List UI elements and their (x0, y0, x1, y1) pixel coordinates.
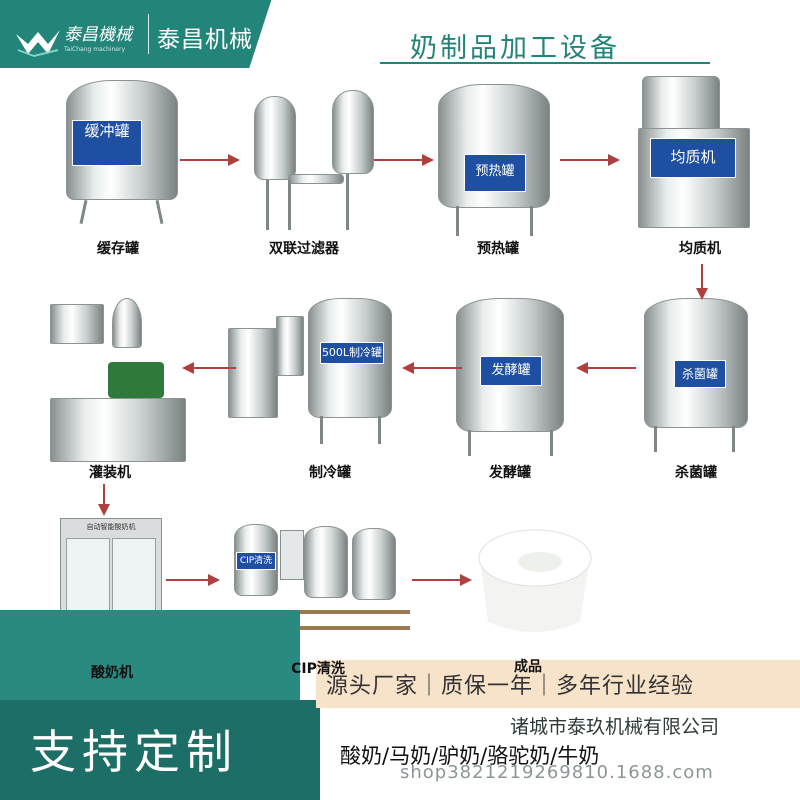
logo-text: 泰昌機械 (64, 25, 132, 45)
sterilizing-tank-plate: 杀菌罐 (674, 360, 726, 388)
arrow-left-icon (576, 362, 636, 374)
header-banner (0, 0, 310, 68)
duplex-filter (236, 82, 386, 232)
cip-cleaning-system: CIP清洗 (226, 500, 410, 640)
yogurt-bowl-icon (478, 529, 592, 632)
arrow-left-icon (402, 362, 462, 374)
cooling-tank: 500L制冷罐 (228, 288, 400, 460)
filling-machine-caption: 灌装机 (89, 465, 131, 481)
homogenizer-caption: 均质机 (679, 241, 721, 257)
company-name: 泰昌机械 (157, 27, 253, 53)
arrow-right-icon (374, 154, 434, 166)
slogan-box (316, 660, 800, 708)
preheating-tank-caption: 预热罐 (477, 241, 519, 257)
arrow-right-icon (180, 154, 240, 166)
sterilizing-tank: 杀菌罐 (640, 284, 752, 460)
cooling-tank-caption: 制冷罐 (309, 465, 351, 481)
finished-product-caption: 成品 (514, 659, 542, 675)
fermentation-tank: 发酵罐 (452, 284, 570, 460)
duplex-filter-caption: 双联过滤器 (269, 241, 339, 257)
sterilizing-tank-caption: 杀菌罐 (675, 465, 717, 481)
title-underline (380, 62, 710, 64)
cip-plate: CIP清洗 (236, 552, 276, 570)
arrow-right-icon (166, 574, 220, 586)
homogenizer: 均质机 (638, 76, 758, 236)
shop-url[interactable]: shop3821219269810.1688.com (400, 762, 714, 783)
homogenizer-plate: 均质机 (650, 138, 736, 178)
header-divider (148, 14, 149, 54)
page-title: 奶制品加工设备 (410, 33, 620, 64)
product-list: 酸奶/马奶/驴奶/骆驼奶/牛奶 (340, 744, 600, 768)
buffer-tank-plate: 缓冲罐 (72, 120, 142, 166)
arrow-left-icon (182, 362, 236, 374)
arrow-down-icon (98, 484, 110, 516)
arrow-right-icon (412, 574, 472, 586)
yogurt-machine-plate: 自动智能酸奶机 (70, 522, 152, 534)
preheating-tank-plate: 预热罐 (464, 154, 526, 192)
buffer-tank-caption: 缓存罐 (97, 241, 139, 257)
arrow-right-icon (560, 154, 620, 166)
preheating-tank: 预热罐 (430, 66, 560, 236)
promo-band-dark (0, 700, 320, 800)
fermentation-tank-caption: 发酵罐 (489, 465, 531, 481)
arrow-down-icon (696, 264, 708, 300)
company-logo-icon (16, 30, 60, 58)
filling-machine (40, 298, 190, 466)
customize-text: 支持定制 (30, 725, 238, 779)
fermentation-tank-plate: 发酵罐 (480, 356, 542, 386)
company-full-name: 诸城市泰玖机械有限公司 (510, 716, 720, 738)
cip-caption: CIP清洗 (291, 661, 345, 677)
yogurt-machine-caption: 酸奶机 (91, 665, 133, 681)
buffer-tank: 缓冲罐 (60, 72, 190, 242)
logo-subtext: TaiChang machinery (64, 46, 126, 53)
slogan-text: 源头厂家｜质保一年｜多年行业经验 (326, 674, 695, 699)
cooling-tank-plate: 500L制冷罐 (320, 342, 384, 364)
